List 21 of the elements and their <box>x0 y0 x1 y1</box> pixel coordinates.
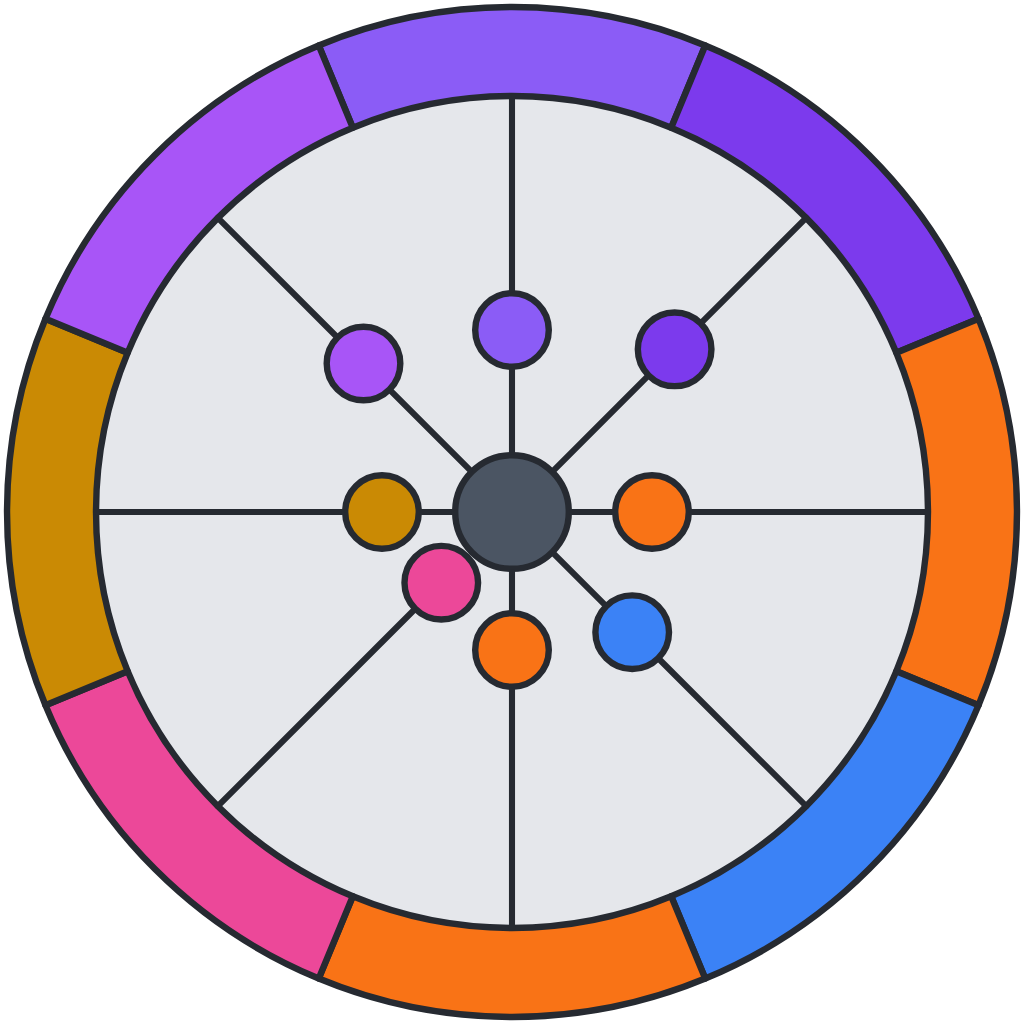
spoke-line <box>551 374 650 473</box>
ring-segment <box>42 42 356 356</box>
spoke-line <box>699 214 810 325</box>
spoke-line <box>551 551 607 607</box>
ring-segment <box>42 668 356 982</box>
ring-segment <box>893 315 1021 709</box>
spoke-line <box>508 366 516 456</box>
spoke-line <box>388 388 473 473</box>
spoke-line <box>214 214 339 339</box>
ring-segment <box>667 668 982 982</box>
spoke-line <box>657 657 810 810</box>
ring-segment <box>315 893 709 1021</box>
ring-segment <box>315 3 709 131</box>
ring-segment <box>667 42 982 356</box>
spoke-line <box>508 568 516 614</box>
spoke-line <box>214 607 417 810</box>
ring-segment <box>3 315 131 709</box>
spoke-line <box>568 508 616 516</box>
spoke-line <box>92 508 346 516</box>
spoke-line <box>418 508 456 516</box>
hub-circle <box>452 452 572 572</box>
